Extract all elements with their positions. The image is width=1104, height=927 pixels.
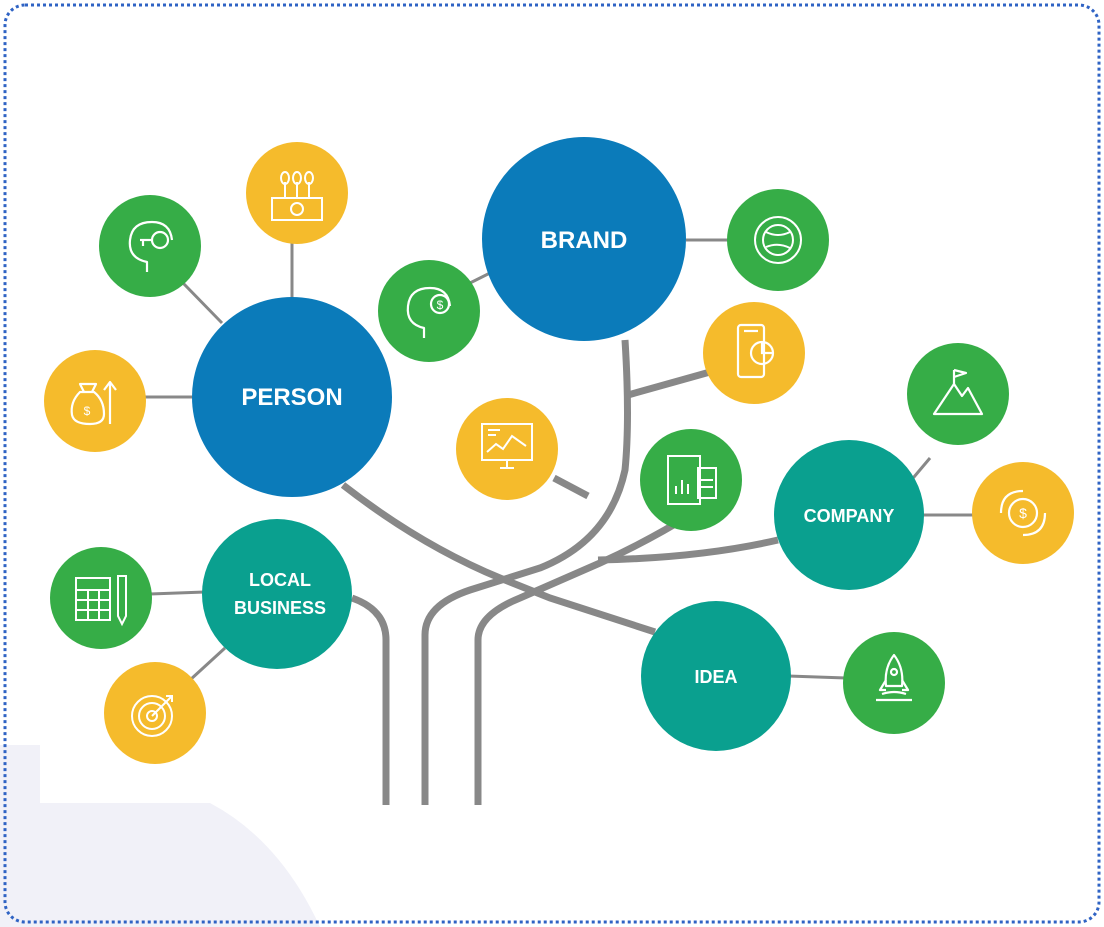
tree-branches (340, 339, 779, 805)
svg-text:$: $ (1019, 505, 1027, 521)
target-icon (104, 662, 206, 764)
branch-person-idea (340, 482, 657, 636)
idea-node: IDEA (641, 601, 791, 751)
svg-text:$: $ (437, 298, 444, 312)
branch-mobile (627, 368, 711, 399)
brand-node: BRAND (482, 137, 686, 341)
brand-label: BRAND (541, 227, 628, 254)
local-business-node: LOCAL BUSINESS (202, 519, 352, 669)
person-label: PERSON (241, 384, 342, 411)
branch-brand (421, 339, 631, 805)
svg-text:$: $ (84, 404, 91, 418)
spreadsheet-pencil-icon (50, 547, 152, 649)
dotted-border (3, 3, 1101, 924)
local-business-label-line2: BUSINESS (234, 598, 326, 618)
background-shape (0, 745, 320, 927)
calculator-clipboard-icon (640, 429, 742, 531)
mobile-chart-icon (703, 302, 805, 404)
person-node: PERSON (192, 297, 392, 497)
head-dollar-icon: $ (378, 260, 480, 362)
monitor-chart-icon (456, 398, 558, 500)
head-key-icon (99, 195, 201, 297)
branch-local-business (350, 594, 390, 805)
dollar-cycle-icon: $ (972, 462, 1074, 564)
money-bag-growth-icon: $ (44, 350, 146, 452)
local-business-label-line1: LOCAL (249, 570, 311, 590)
idea-label: IDEA (694, 667, 737, 687)
globe-icon (727, 189, 829, 291)
branch-monitor (552, 474, 590, 500)
money-plants-icon (246, 142, 348, 244)
branch-company (597, 536, 779, 564)
mountain-flag-icon (907, 343, 1009, 445)
company-label: COMPANY (804, 506, 895, 526)
company-node: COMPANY (774, 440, 924, 590)
rocket-icon (843, 632, 945, 734)
